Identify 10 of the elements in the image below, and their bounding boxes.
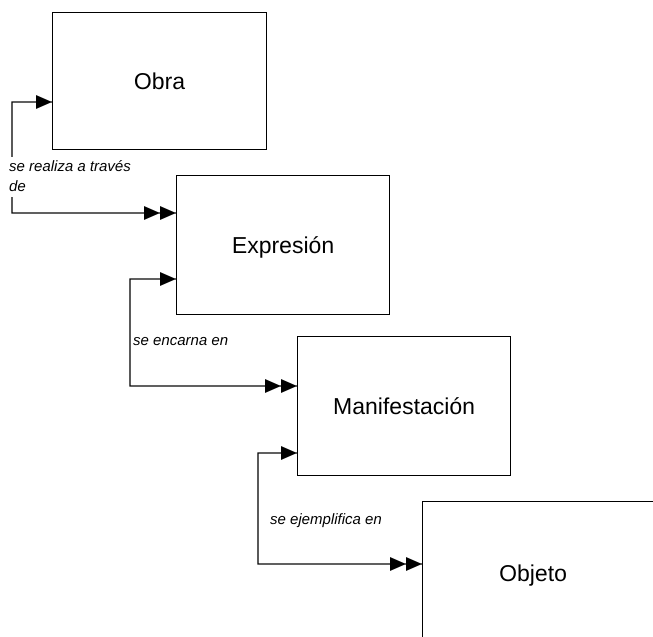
entity-box (176, 175, 390, 315)
arrow (257, 446, 422, 571)
arrow (129, 272, 297, 393)
entity-name: Expresión (232, 230, 334, 260)
entity-box (422, 501, 653, 637)
entity-name: Manifestación (333, 392, 475, 421)
entity-box (52, 12, 267, 150)
entity-box (297, 336, 511, 476)
entity-name: Objeto (499, 559, 567, 588)
entity-name: Obra (134, 66, 186, 96)
